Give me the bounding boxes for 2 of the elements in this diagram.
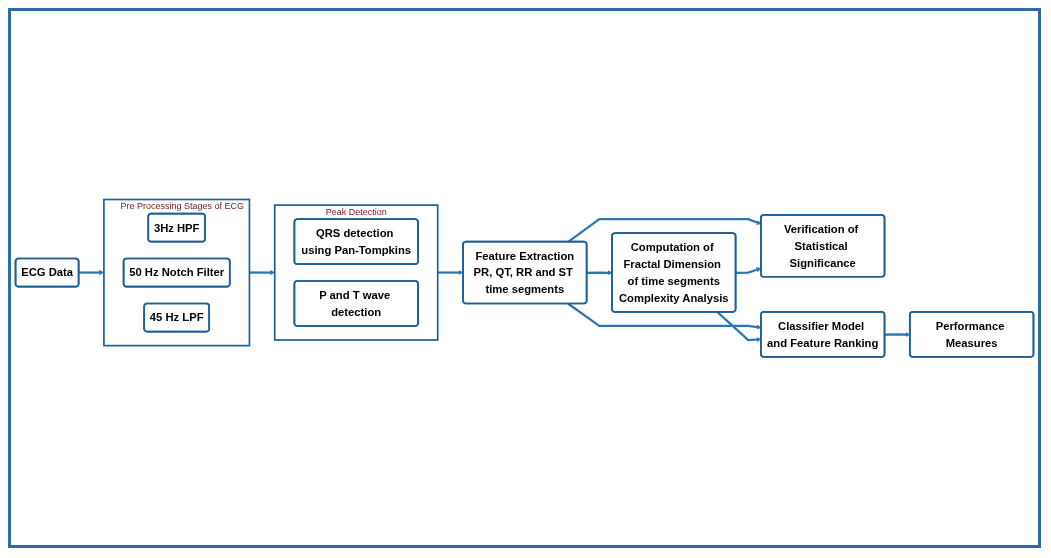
arrow [249,269,275,275]
arrow [437,269,464,275]
